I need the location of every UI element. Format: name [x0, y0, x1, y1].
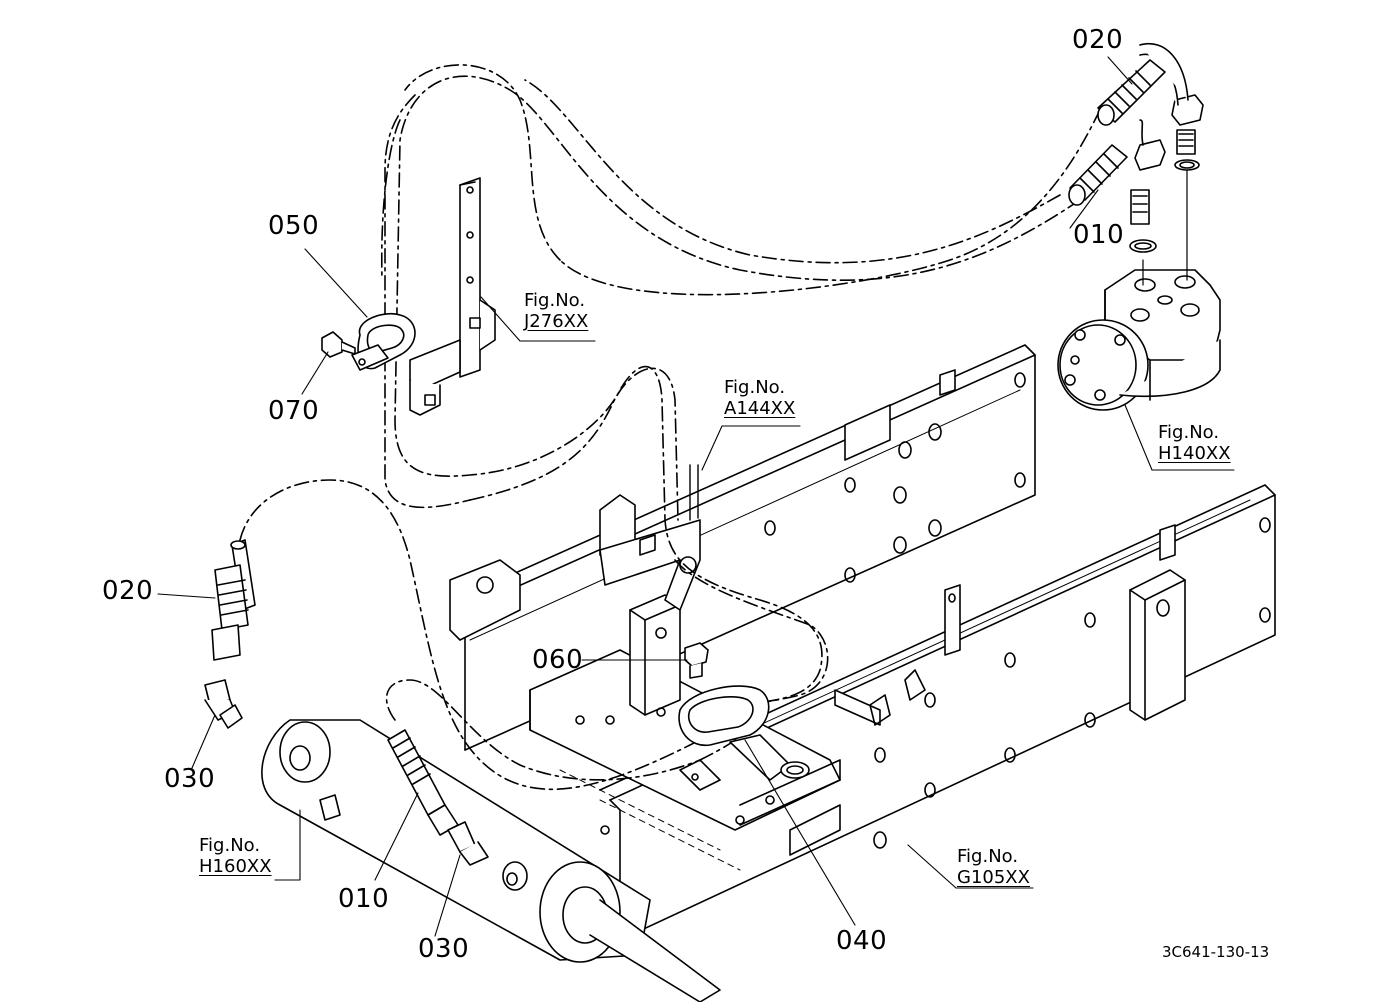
- hose-end-010-top: [1068, 144, 1128, 206]
- figure-ref-label: Fig.No.: [724, 377, 786, 398]
- plug-060: [684, 642, 709, 679]
- elbow-030-bottom: [447, 821, 489, 866]
- figure-ref-g105: Fig.No. G105XX: [957, 846, 1030, 888]
- callout-070: 070: [268, 396, 320, 426]
- bracket-j276: [409, 177, 496, 416]
- hose-end-020-left: [211, 539, 256, 661]
- figure-ref-label: Fig.No.: [524, 290, 586, 311]
- callout-010-top: 010: [1073, 220, 1125, 250]
- figure-ref-a144: Fig.No. A144XX: [724, 377, 795, 419]
- figure-ref-h140: Fig.No. H140XX: [1158, 422, 1231, 464]
- callout-050: 050: [268, 211, 320, 241]
- drawing-number: 3C641-130-13: [1162, 943, 1270, 961]
- figure-ref-label: Fig.No.: [957, 846, 1019, 867]
- callout-030-left: 030: [164, 764, 216, 794]
- hose-end-020-top: [1097, 59, 1166, 126]
- bolt-070: [321, 331, 356, 358]
- clamp-040: [678, 685, 810, 781]
- hose-020-path: [239, 64, 1101, 790]
- steering-valve: [1057, 269, 1221, 411]
- figure-ref-code: H140XX: [1158, 443, 1231, 464]
- callout-040: 040: [836, 926, 888, 956]
- figure-ref-code: H160XX: [199, 856, 272, 877]
- callout-020-top: 020: [1072, 25, 1124, 55]
- callout-060: 060: [532, 645, 584, 675]
- figure-ref-label: Fig.No.: [1158, 422, 1220, 443]
- figure-ref-code: G105XX: [957, 867, 1030, 888]
- callout-020-left: 020: [102, 576, 154, 606]
- figure-ref-label: Fig.No.: [199, 835, 261, 856]
- hose-010-path: [384, 75, 1081, 706]
- leader-lines: [157, 56, 1235, 937]
- elbow-030-left: [204, 679, 243, 729]
- frame-block: [1129, 569, 1186, 721]
- figure-ref-h160: Fig.No. H160XX: [199, 835, 272, 877]
- figure-ref-j276: Fig.No. J276XX: [524, 290, 588, 332]
- figure-ref-code: J276XX: [524, 311, 589, 332]
- callout-010-bottom: 010: [338, 884, 390, 914]
- hose-end-010-bottom: [387, 729, 459, 836]
- callout-030-bottom: 030: [418, 934, 470, 964]
- clamp-050: [351, 313, 416, 371]
- figure-ref-code: A144XX: [724, 398, 796, 419]
